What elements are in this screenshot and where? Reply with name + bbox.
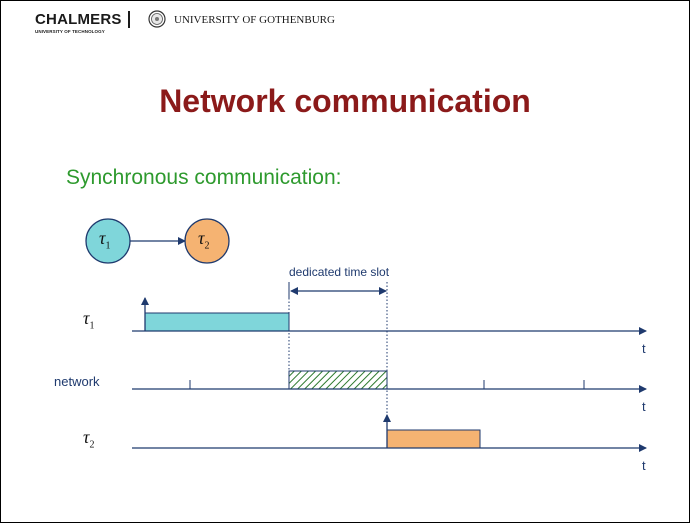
axis-label-t: t bbox=[642, 458, 646, 473]
node-tau1-label: τ1 bbox=[99, 228, 110, 252]
row-label-tau1: τ1 bbox=[83, 308, 94, 332]
row-tau1-subscript: 1 bbox=[89, 320, 95, 332]
axis-label-t: t bbox=[642, 341, 646, 356]
row-tau1-symbol: τ bbox=[83, 308, 90, 328]
network-transmission-block bbox=[288, 370, 388, 390]
node-tau2 bbox=[184, 218, 230, 264]
time-slot-annotation bbox=[288, 282, 388, 430]
header-divider bbox=[128, 11, 130, 28]
university-seal-icon bbox=[148, 10, 166, 28]
chalmers-logo-subtitle: UNIVERSITY OF TECHNOLOGY bbox=[35, 29, 105, 34]
row-network bbox=[132, 370, 647, 393]
node-tau2-symbol: τ bbox=[198, 228, 205, 248]
row-label-tau2: τ2 bbox=[83, 427, 94, 451]
row-label-network: network bbox=[54, 374, 100, 389]
row-tau2-symbol: τ bbox=[83, 427, 90, 447]
node-tau2-label: τ2 bbox=[198, 228, 209, 252]
gothenburg-logo: UNIVERSITY OF GOTHENBURG bbox=[174, 14, 335, 26]
header-bar: CHALMERS UNIVERSITY OF TECHNOLOGY UNIVER… bbox=[0, 0, 690, 38]
time-slot-label: dedicated time slot bbox=[289, 265, 390, 279]
row-tau1 bbox=[132, 297, 647, 335]
chalmers-logo: CHALMERS bbox=[35, 11, 122, 28]
node-tau2-subscript: 2 bbox=[204, 240, 210, 252]
node-tau1-symbol: τ bbox=[99, 228, 106, 248]
tau2-execution-block bbox=[386, 429, 481, 449]
row-tau2-subscript: 2 bbox=[89, 439, 95, 451]
node-tau1-subscript: 1 bbox=[105, 240, 111, 252]
axis-label-t: t bbox=[642, 399, 646, 414]
page-title: Network communication bbox=[159, 83, 531, 119]
row-tau2 bbox=[132, 414, 647, 452]
section-subtitle: Synchronous communication: bbox=[66, 166, 342, 189]
task-graph bbox=[85, 218, 230, 264]
tau1-execution-block bbox=[144, 312, 290, 332]
